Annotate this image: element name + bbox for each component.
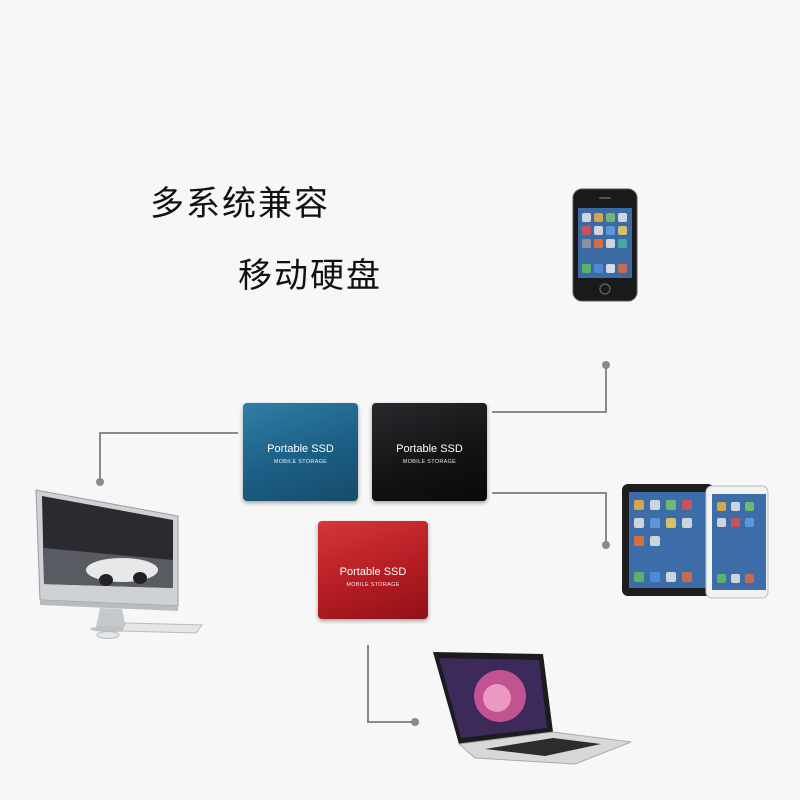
ssd-blue-subtitle: MOBILE STORAGE	[273, 459, 328, 465]
connector-dot-desktop	[96, 478, 104, 486]
ssd-black: Portable SSD MOBILE STORAGE	[372, 403, 487, 501]
tablet-icon	[622, 484, 769, 599]
laptop-icon	[433, 652, 632, 765]
smartphone-icon	[572, 188, 638, 302]
ssd-blue-model: Portable SSD	[267, 443, 334, 455]
ssd-black-subtitle: MOBILE STORAGE	[402, 459, 457, 465]
ssd-blue: Portable SSD MOBILE STORAGE	[243, 403, 358, 501]
connector-dot-phone	[602, 361, 610, 369]
connector-dot-laptop	[411, 718, 419, 726]
ssd-red: Portable SSD MOBILE STORAGE	[318, 521, 428, 619]
headline-line-2: 移动硬盘	[238, 256, 382, 296]
connector-laptop	[367, 645, 415, 723]
connector-phone	[492, 365, 607, 413]
ssd-red-subtitle: MOBILE STORAGE	[346, 582, 400, 588]
desktop-computer-icon	[35, 489, 203, 639]
connector-dot-tablet	[602, 541, 610, 549]
connector-desktop	[99, 432, 238, 482]
ssd-black-model: Portable SSD	[396, 443, 463, 455]
headline-line-1: 多系统兼容	[150, 184, 330, 224]
connector-tablet	[492, 492, 607, 545]
ssd-red-model: Portable SSD	[339, 566, 407, 578]
